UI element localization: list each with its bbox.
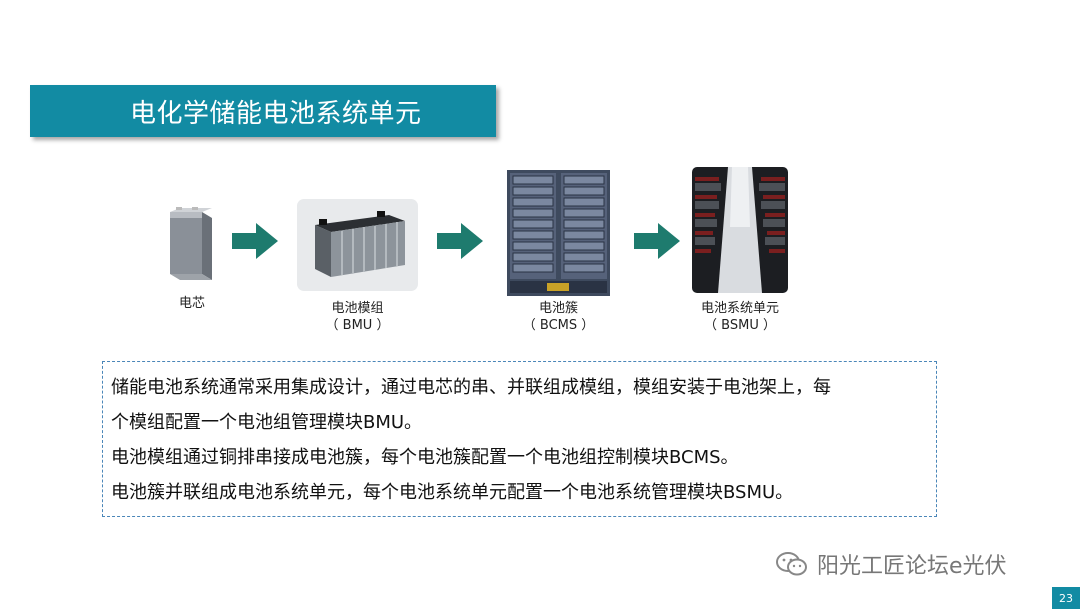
system-sublabel: （ BSMU ） (704, 318, 776, 333)
description-line: 电池簇并联组成电池系统单元，每个电池系统单元配置一个电池系统管理模块BSMU。 (111, 482, 794, 503)
arrow-right-icon (437, 223, 483, 259)
description-line: 电池模组通过铜排串接成电池簇，每个电池簇配置一个电池组控制模块BCMS。 (111, 447, 739, 468)
description-box: 储能电池系统通常采用集成设计，通过电芯的串、并联组成模组，模组安装于电池架上，每… (102, 361, 937, 517)
flow-item-cell: 电芯 (160, 205, 224, 315)
page-number: 23 (1052, 587, 1080, 609)
module-label: 电池模组 (331, 301, 384, 316)
flow-item-cluster: 电池簇 （ BCMS ） (507, 170, 610, 333)
title-bar: 电化学储能电池系统单元 (30, 85, 496, 137)
arrow-right-icon (232, 223, 278, 259)
watermark-text: 阳光工匠论坛e光伏 (817, 554, 1007, 579)
battery-cluster-image (507, 170, 610, 296)
cluster-sublabel: （ BCMS ） (522, 318, 595, 333)
flow-item-module: 电池模组 （ BMU ） (297, 199, 418, 333)
battery-module-image (297, 199, 418, 291)
system-label: 电池系统单元 (700, 301, 780, 316)
battery-cell-image (170, 207, 212, 280)
cluster-label: 电池簇 (538, 301, 579, 316)
watermark: 阳光工匠论坛e光伏 (775, 548, 1007, 580)
cell-label: 电芯 (178, 296, 206, 311)
module-sublabel: （ BMU ） (325, 318, 390, 333)
page-title: 电化学储能电池系统单元 (130, 98, 422, 129)
battery-system-image (692, 167, 788, 293)
arrow-right-icon (634, 223, 680, 259)
flow-item-system: 电池系统单元 （ BSMU ） (692, 167, 788, 333)
wechat-icon (776, 552, 807, 576)
description-line: 个模组配置一个电池组管理模块BMU。 (111, 412, 423, 433)
description-line: 储能电池系统通常采用集成设计，通过电芯的串、并联组成模组，模组安装于电池架上，每 (111, 377, 831, 398)
